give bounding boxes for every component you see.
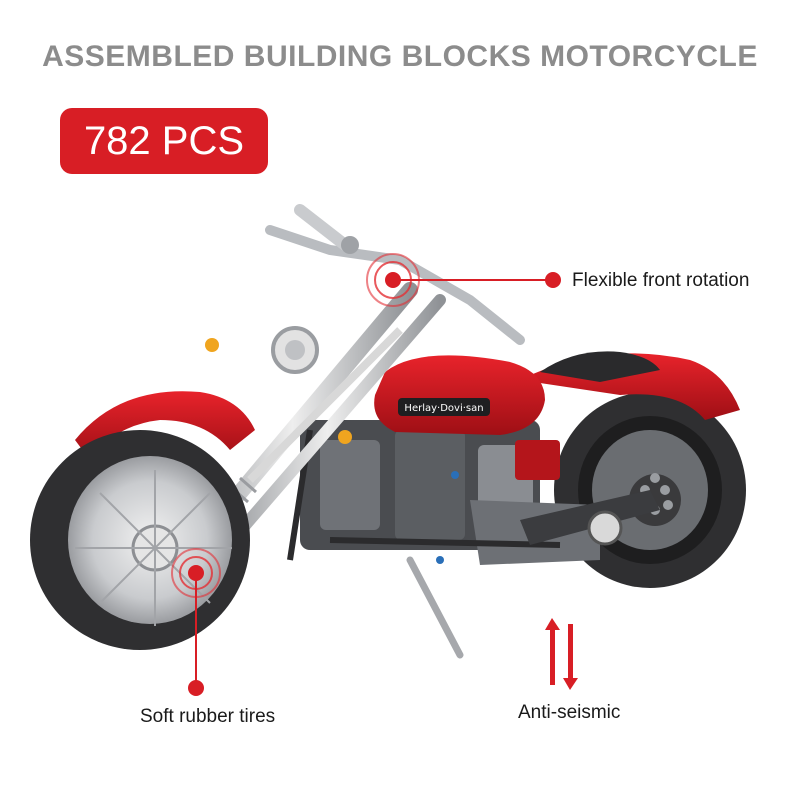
tires-label: Soft rubber tires xyxy=(140,706,276,727)
handlebar xyxy=(205,204,525,444)
kickstand xyxy=(406,556,464,659)
tank-logo-text: Herlay·Dovi·san xyxy=(404,403,483,414)
swingarm xyxy=(520,490,660,546)
piece-count-badge: 782 PCS xyxy=(60,108,268,174)
anti-seismic-label: Anti-seismic xyxy=(518,702,621,723)
front-fender xyxy=(75,391,255,460)
tire-marker xyxy=(171,548,221,696)
page-title: ASSEMBLED BUILDING BLOCKS MOTORCYCLE xyxy=(42,40,758,73)
engine xyxy=(287,420,600,565)
front-rotation-marker xyxy=(366,253,561,307)
seat xyxy=(540,351,660,382)
front-rotation-label: Flexible front rotation xyxy=(572,270,750,291)
front-wheel xyxy=(30,430,250,650)
fuel-tank: Herlay·Dovi·san xyxy=(374,355,560,480)
anti-seismic-arrows-icon xyxy=(545,618,578,690)
